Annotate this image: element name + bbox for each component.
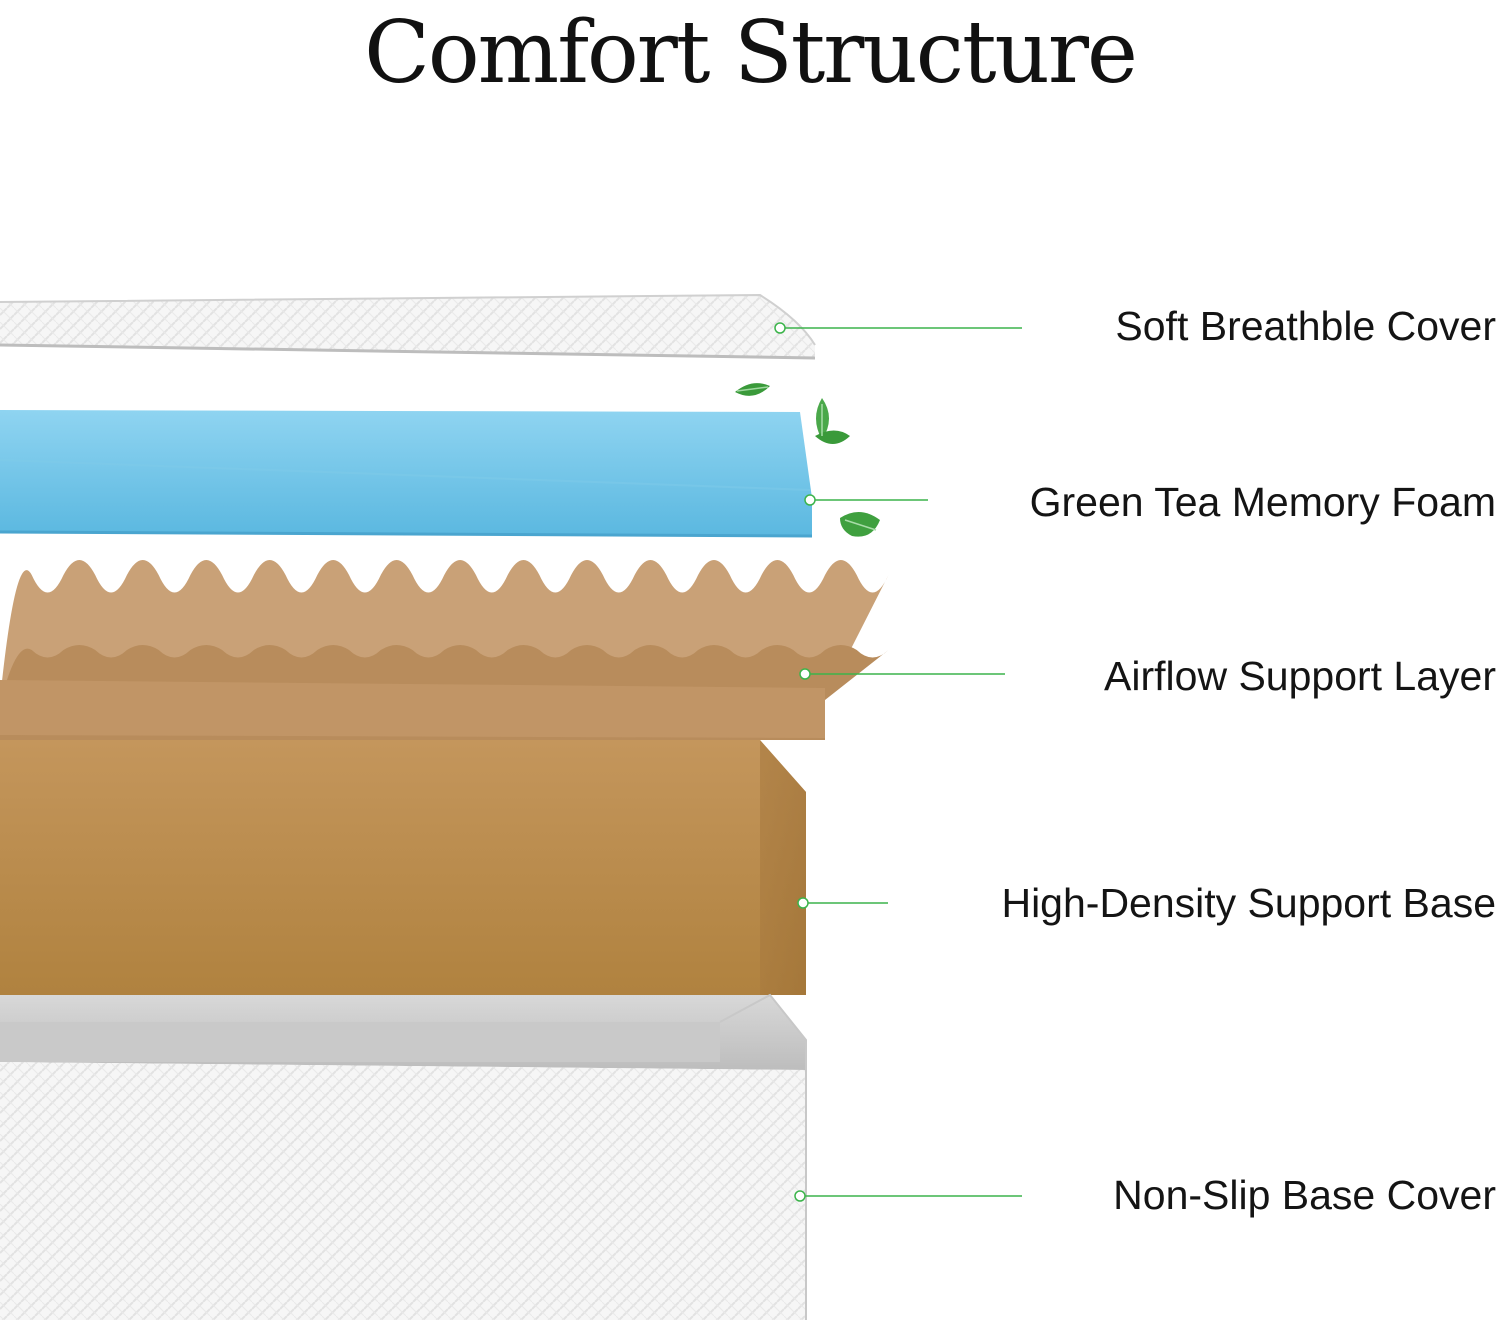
layer-label-support-base: High-Density Support Base xyxy=(1001,879,1496,927)
layer-label-base-cover: Non-Slip Base Cover xyxy=(1113,1171,1496,1219)
cover-sheet-shape xyxy=(0,295,815,358)
leaf-icon xyxy=(840,512,880,537)
inner-liner-shape xyxy=(0,995,806,1070)
callout-line-4 xyxy=(798,898,888,908)
callout-line-5 xyxy=(795,1191,1022,1201)
memory-foam-shape xyxy=(0,410,812,536)
egg-crate-shape xyxy=(0,560,888,740)
layer-label-memory-foam: Green Tea Memory Foam xyxy=(1030,478,1496,526)
leaf-icon xyxy=(815,398,850,444)
callout-line-1 xyxy=(775,323,1022,333)
support-base-shape xyxy=(0,740,806,995)
layer-label-cover: Soft Breathble Cover xyxy=(1115,302,1496,350)
layer-label-airflow: Airflow Support Layer xyxy=(1104,652,1496,700)
callout-line-2 xyxy=(805,495,928,505)
leaf-icon xyxy=(735,383,770,396)
